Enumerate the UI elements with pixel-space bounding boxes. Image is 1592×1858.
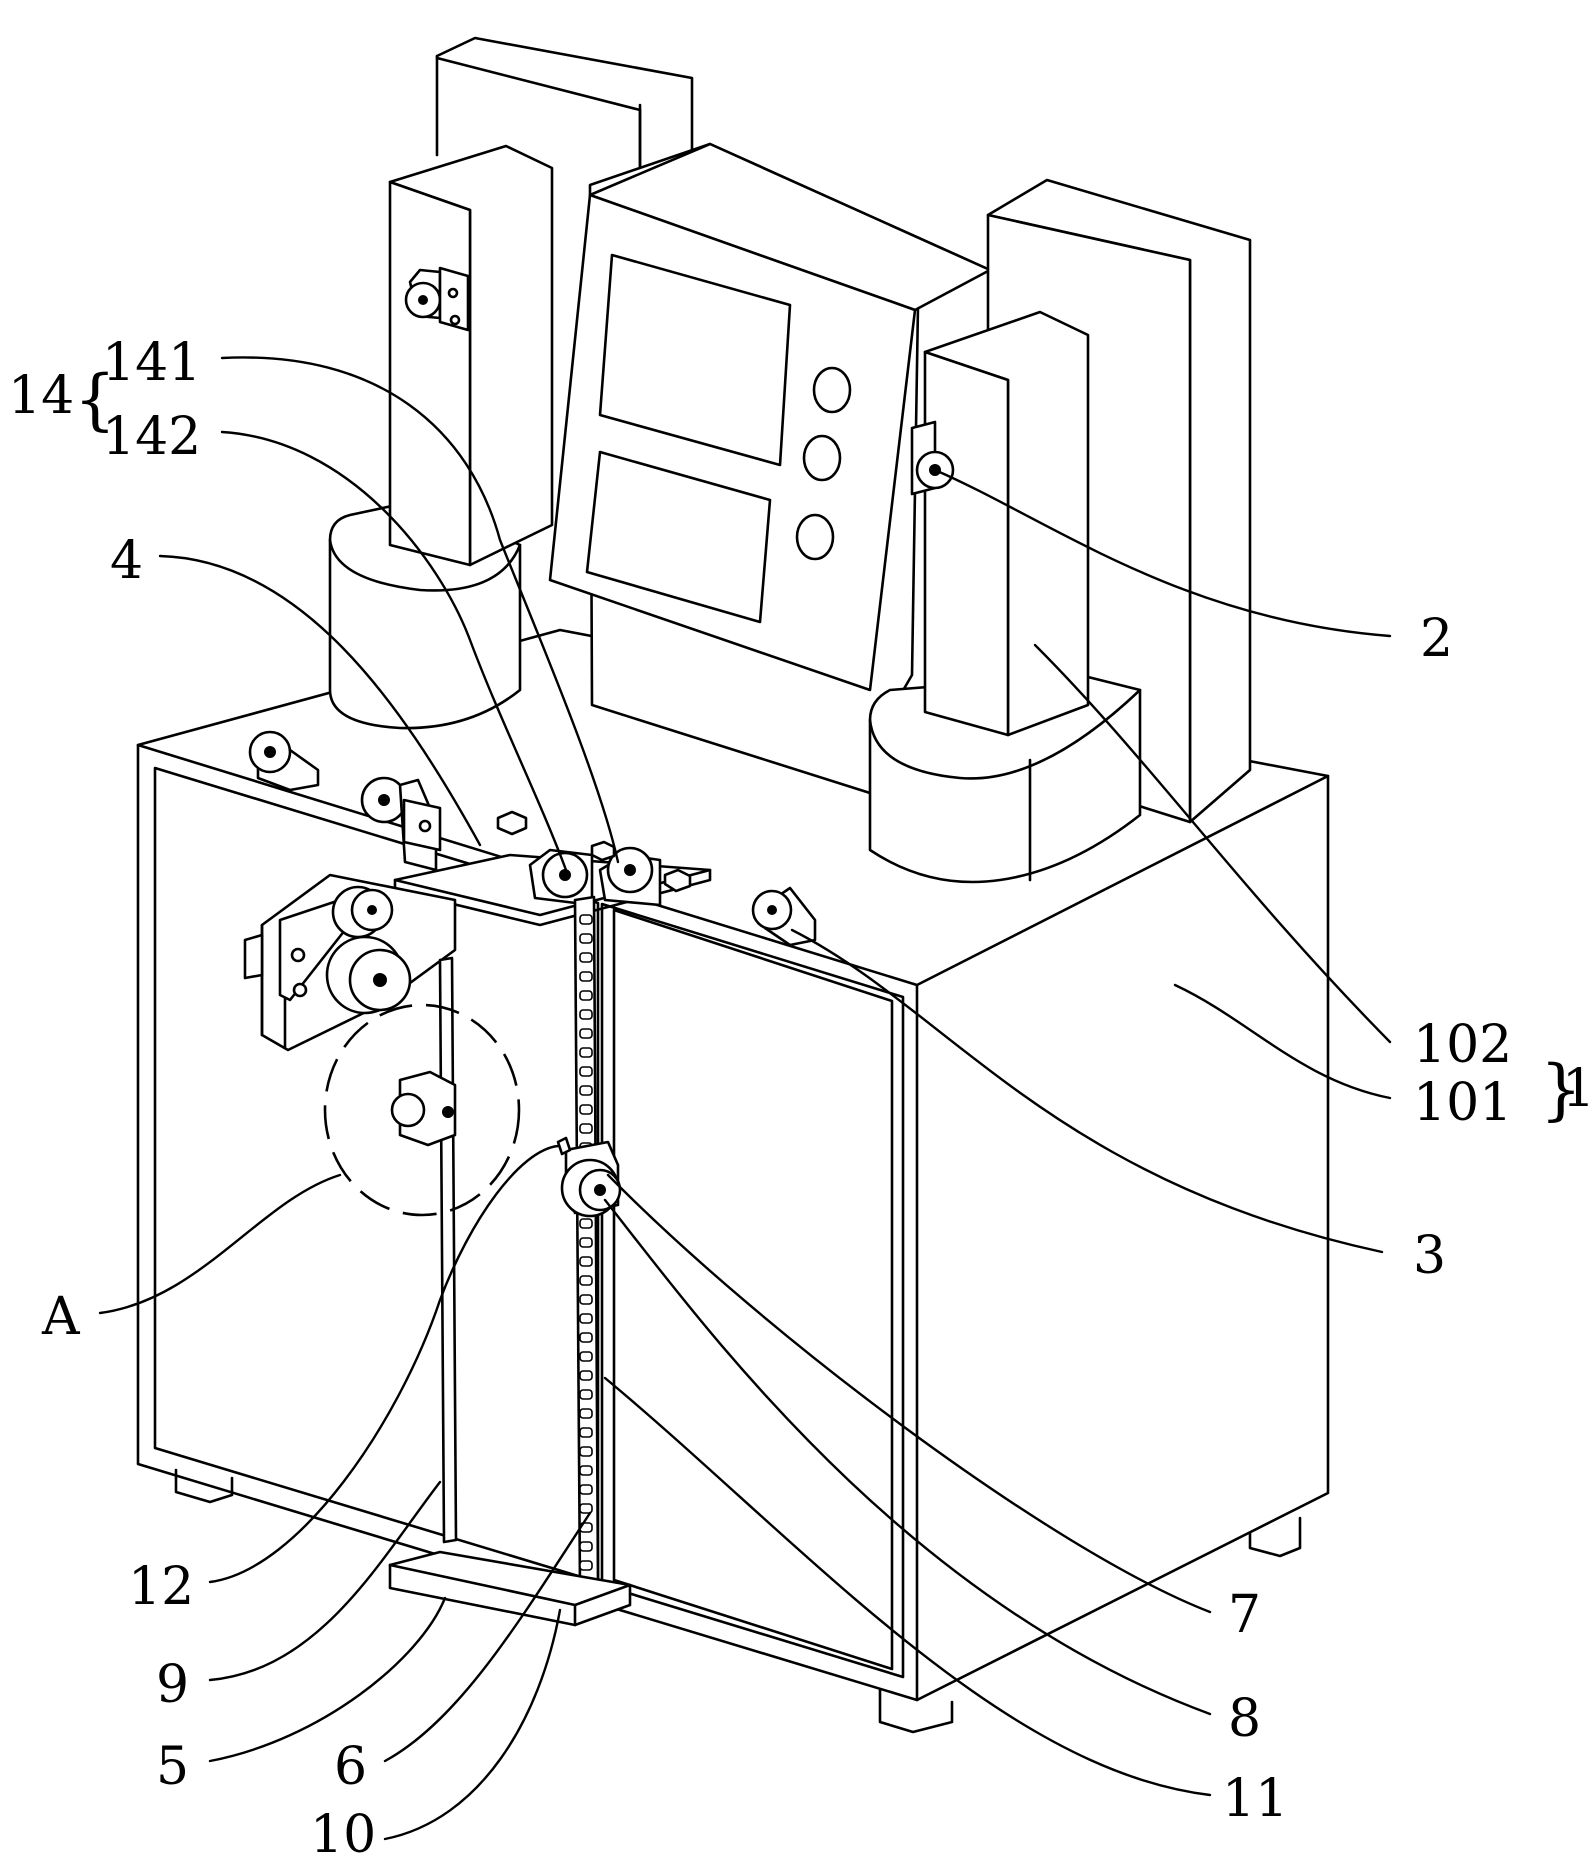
rack-tooth [580, 1333, 592, 1342]
rack-tooth [580, 1276, 592, 1285]
label-1: 1 [1562, 1059, 1592, 1119]
label-5: 5 [156, 1737, 189, 1797]
label-102: 102 [1413, 1015, 1512, 1075]
label-a: A [41, 1287, 81, 1347]
label-2: 2 [1420, 609, 1453, 669]
rack-tooth [580, 1219, 592, 1228]
rack-tooth [580, 991, 592, 1000]
label-142: 142 [102, 407, 201, 467]
rack-tooth [580, 1238, 592, 1247]
rack-tooth [580, 1124, 592, 1133]
rack-tooth [580, 1029, 592, 1038]
left-front-column [330, 146, 552, 728]
label-14: 14 [8, 366, 74, 426]
rack-tooth [580, 1257, 592, 1266]
label-8: 8 [1228, 1689, 1261, 1749]
rack-tooth [580, 1352, 592, 1361]
rack-tooth [580, 915, 592, 924]
rack-tooth [580, 934, 592, 943]
leader-10 [385, 1610, 560, 1839]
label-10: 10 [310, 1805, 376, 1858]
label-12: 12 [128, 1557, 194, 1617]
plate-bolt-3 [665, 870, 690, 891]
label-4: 4 [110, 531, 143, 591]
label-9: 9 [156, 1655, 189, 1715]
rack-teeth [580, 915, 592, 1570]
rack-tooth [580, 1447, 592, 1456]
rack-tooth [580, 1048, 592, 1057]
plate-bolt-2 [592, 842, 614, 860]
rack-tooth [580, 1504, 592, 1513]
rack-tooth [580, 1086, 592, 1095]
screw-rod-10 [575, 897, 598, 1588]
label-141: 141 [102, 333, 201, 393]
label-3: 3 [1413, 1226, 1446, 1286]
label-6: 6 [334, 1737, 367, 1797]
rack-tooth [580, 1314, 592, 1323]
rack-tooth [580, 1105, 592, 1114]
rack-tooth [580, 1295, 592, 1304]
rack-tooth [580, 1561, 592, 1570]
label-11: 11 [1222, 1769, 1288, 1829]
rack-tooth [580, 1010, 592, 1019]
rack-tooth [580, 1428, 592, 1437]
guide-rod-9 [440, 958, 456, 1542]
rack-tooth [580, 1067, 592, 1076]
plate-bolt-1 [498, 812, 526, 834]
rack-tooth [580, 1371, 592, 1380]
detail-a-block [392, 1072, 455, 1145]
label-7: 7 [1228, 1585, 1261, 1645]
rack-tooth [580, 1466, 592, 1475]
rack-tooth [580, 1542, 592, 1551]
rack-tooth [580, 953, 592, 962]
rack-tooth [580, 1409, 592, 1418]
rack-tooth [580, 1485, 592, 1494]
label-101: 101 [1413, 1073, 1512, 1133]
rack-tooth [580, 1390, 592, 1399]
rack-tooth [580, 972, 592, 981]
